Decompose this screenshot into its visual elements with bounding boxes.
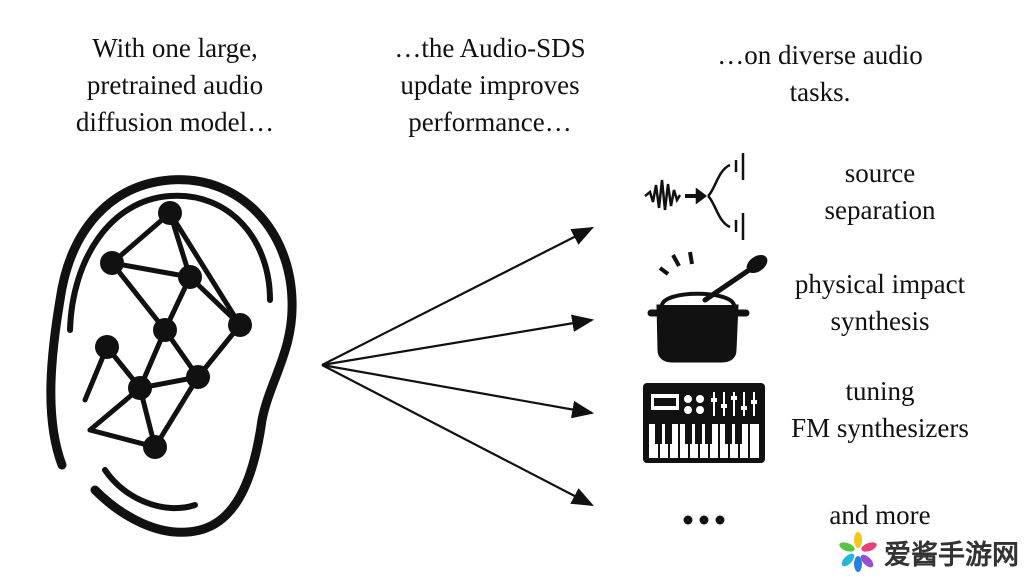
caption-line: pretrained audio — [86, 70, 264, 100]
task-source-separation: source separation — [760, 155, 1000, 229]
task-label: separation — [824, 195, 936, 225]
task-fm-synth: tuning FM synthesizers — [760, 373, 1000, 447]
column-2-caption: …the Audio-SDS update improves performan… — [360, 30, 620, 141]
task-label: tuning — [845, 376, 915, 406]
arrows — [321, 227, 595, 507]
caption-line: performance… — [408, 107, 572, 137]
task-label: physical impact — [794, 269, 966, 299]
task-impact-synthesis: physical impact synthesis — [760, 266, 1000, 340]
arrow — [321, 364, 594, 507]
caption-line: …the Audio-SDS — [394, 33, 586, 63]
caption-line: With one large, — [92, 33, 258, 63]
task-more: and more — [760, 497, 1000, 534]
caption-line: …on diverse audio — [717, 40, 923, 70]
ear-network-icon — [46, 175, 297, 537]
synthesizer-keyboard-icon — [643, 383, 765, 463]
caption-line: update improves — [400, 70, 580, 100]
task-label: synthesis — [830, 306, 930, 336]
column-1-caption: With one large, pretrained audio diffusi… — [50, 30, 300, 141]
task-label: FM synthesizers — [791, 413, 969, 443]
arrow — [321, 314, 595, 367]
flower-logo-icon — [839, 532, 877, 572]
caption-line: tasks. — [789, 77, 851, 107]
caption-line: diffusion model… — [75, 107, 275, 137]
arrow — [321, 363, 595, 419]
task-label: source — [844, 158, 916, 188]
watermark: 爱酱手游网 — [838, 532, 1019, 572]
pot-spoon-icon — [647, 251, 768, 363]
arrow — [321, 227, 594, 366]
task-label: and more — [829, 500, 931, 530]
waveform-split-icon — [644, 153, 745, 240]
column-3-caption: …on diverse audio tasks. — [680, 37, 960, 111]
watermark-text: 爱酱手游网 — [884, 539, 1019, 571]
ellipsis-icon — [683, 515, 725, 525]
